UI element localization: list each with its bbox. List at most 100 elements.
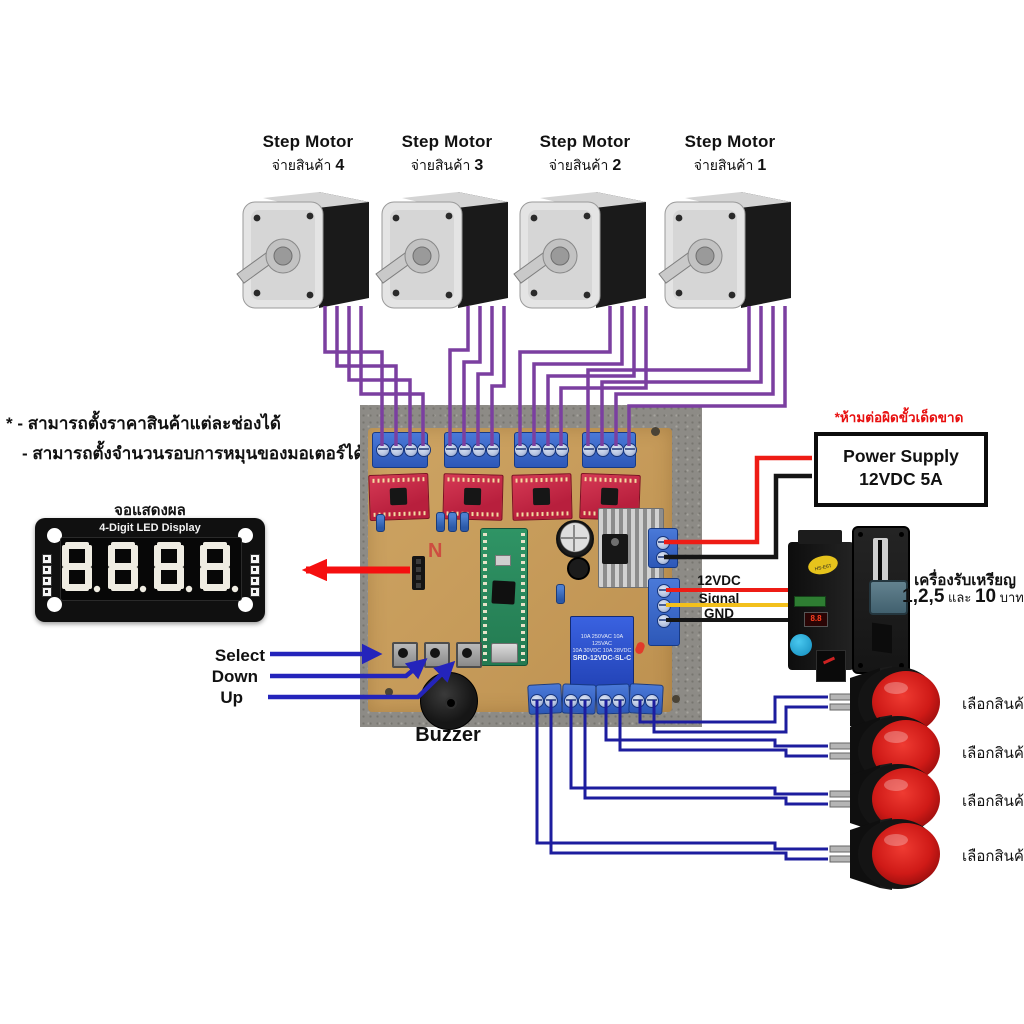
buzzer	[420, 672, 478, 730]
terminal-screw	[610, 443, 624, 457]
motor-title: Step Motor	[539, 132, 631, 151]
terminal-screw	[645, 694, 659, 708]
motor-title: Step Motor	[401, 132, 493, 151]
resistor	[460, 512, 469, 532]
note-line-2: - สามารถตั้งจำนวนรอบการหมุนของมอเตอร์ได้	[22, 444, 365, 463]
terminal-screw	[530, 694, 544, 708]
terminal-screw	[390, 443, 404, 457]
pcb-silkscreen-n: N	[428, 540, 443, 562]
buzzer-label: Buzzer	[415, 724, 481, 746]
terminal-screw	[376, 443, 390, 457]
pcb-mounting-hole	[651, 427, 660, 436]
coin-acceptor-label-1: เครื่องรับเหรียญ	[914, 572, 1016, 589]
product-label-text: เลือกสินค้า	[962, 696, 1024, 713]
pcb-mounting-hole	[672, 695, 680, 703]
coin-conj: และ	[948, 590, 972, 605]
driver-chip	[389, 487, 408, 506]
select-label: Select	[214, 646, 265, 665]
electrolytic-capacitor	[556, 520, 594, 558]
motor-number: 4	[335, 157, 345, 174]
seven-segment-digits	[62, 542, 239, 593]
coin-acceptor-sticker: HS-E6T	[806, 553, 840, 577]
product-label-text: เลือกสินค้า	[962, 745, 1024, 762]
display-pin	[250, 554, 260, 564]
terminal-screw	[486, 443, 500, 457]
stepper-motor-icon	[233, 186, 383, 314]
note-line-1: * - สามารถตั้งราคาสินค้าแต่ละช่องได้	[6, 414, 281, 433]
terminal-screw	[598, 694, 612, 708]
display-mounting-hole	[47, 597, 62, 612]
select-tact-switch	[392, 642, 418, 668]
terminal-screw	[656, 536, 670, 550]
display-title: จอแสดงผล	[114, 502, 186, 519]
display-pin	[42, 554, 52, 564]
resistor	[436, 512, 445, 532]
up-label: Up	[220, 688, 243, 707]
terminal-screw	[582, 443, 596, 457]
display-pin	[250, 587, 260, 597]
nano-pin-row	[521, 533, 525, 661]
display-pin	[42, 576, 52, 586]
power-supply-line2: 12VDC 5A	[859, 468, 943, 489]
coin-acceptor-bottom-part	[816, 650, 846, 682]
terminal-screw	[657, 584, 671, 598]
stepper-motor-icon	[372, 186, 522, 314]
driver-chip	[463, 487, 482, 506]
resistor	[448, 512, 457, 532]
product-button-label-4: เลือกสินค้า4	[962, 844, 1024, 868]
product-label-text: เลือกสินค้า	[962, 793, 1024, 810]
product-label-text: เลือกสินค้า	[962, 848, 1024, 865]
coin-return-flap	[872, 622, 892, 654]
motor-number: 3	[474, 157, 484, 174]
driver-chip	[600, 487, 619, 506]
nano-usb-port	[491, 643, 518, 663]
motor-title: Step Motor	[262, 132, 354, 151]
driver-pin-row	[516, 511, 569, 517]
coin-acceptor-top	[798, 530, 842, 544]
motor-subtitle-text: จ่ายสินค้า	[548, 157, 609, 173]
coin-acceptor-label-2: 1,2,5 และ 10 บาท	[900, 586, 1024, 608]
down-label: Down	[211, 667, 258, 686]
power-supply-line1: Power Supply	[843, 446, 959, 466]
stepper-motor-icon	[655, 186, 805, 314]
motor-subtitle-text: จ่ายสินค้า	[693, 157, 754, 173]
terminal-screw	[404, 443, 418, 457]
coin-unit: บาท	[999, 590, 1024, 605]
stepper-motor-icon	[510, 186, 660, 314]
nano-pin-row	[483, 533, 487, 661]
display-pin	[42, 587, 52, 597]
up-tact-switch	[456, 642, 482, 668]
coin-acceptor-connector	[794, 596, 826, 607]
terminal-screw	[542, 443, 556, 457]
motor-subtitle-text: จ่ายสินค้า	[410, 157, 471, 173]
terminal-screw	[444, 443, 458, 457]
motor-title: Step Motor	[684, 132, 776, 151]
motor-number: 2	[612, 157, 622, 174]
driver-chip	[532, 487, 551, 506]
display-pin	[42, 565, 52, 575]
motor-number: 1	[757, 157, 767, 174]
stepper-driver-module-3	[511, 473, 573, 521]
nano-mcu-chip	[491, 580, 516, 605]
pcb-mounting-hole	[385, 688, 393, 696]
wire-label-gnd: GND	[704, 606, 734, 621]
product-button-label-2: เลือกสินค้า2	[962, 741, 1024, 765]
terminal-screw	[631, 694, 645, 708]
product-button-4	[826, 818, 952, 890]
terminal-screw	[544, 694, 558, 708]
display-module-label: 4-Digit LED Display	[99, 522, 201, 534]
driver-pin-row	[584, 477, 637, 483]
led-display-module: 4-Digit LED Display 8.8.8.8.	[35, 518, 265, 622]
terminal-screw	[564, 694, 578, 708]
terminal-screw	[657, 599, 671, 613]
nano-reset-button	[495, 555, 511, 566]
coin-amount-10: 10	[974, 586, 997, 607]
